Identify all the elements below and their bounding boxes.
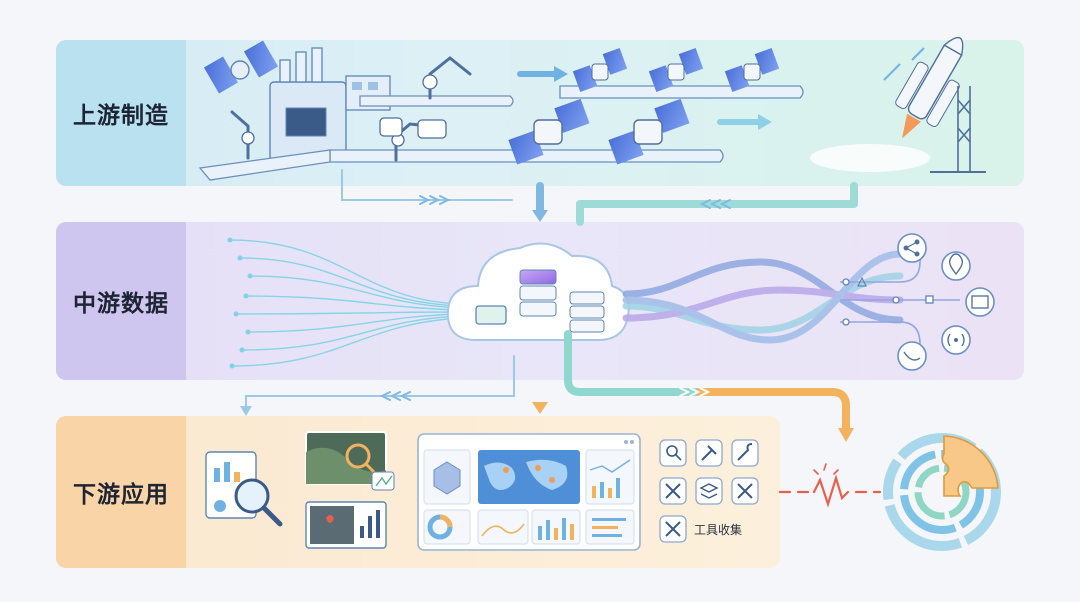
- braided-cables: [626, 254, 900, 340]
- document-search-icon: [206, 452, 280, 524]
- satellite-image-icon: [306, 432, 394, 548]
- rocket-icon: [810, 26, 986, 172]
- data-streams-in: [230, 240, 460, 366]
- search-icon: [660, 440, 686, 466]
- satellite-row: [508, 48, 779, 165]
- share-icon: [898, 234, 926, 262]
- puzzle-icon: [942, 436, 998, 496]
- signal-icon: [942, 326, 970, 354]
- tools-icon: [660, 478, 686, 504]
- dish-icon: [898, 342, 926, 370]
- satellite-icon: [204, 41, 278, 94]
- tools-icon: [660, 516, 686, 542]
- pulse-connector: [780, 464, 880, 504]
- connector-up-mid: [342, 170, 854, 222]
- hammer-icon: [696, 440, 722, 466]
- layers-icon: [696, 478, 722, 504]
- location-icon: [942, 252, 970, 280]
- tools-icon: [732, 478, 758, 504]
- tool-collection-label: 工具收集: [694, 521, 742, 538]
- map-icon: [966, 288, 994, 316]
- dashboard-icon: [418, 434, 640, 550]
- wrench-icon: [732, 440, 758, 466]
